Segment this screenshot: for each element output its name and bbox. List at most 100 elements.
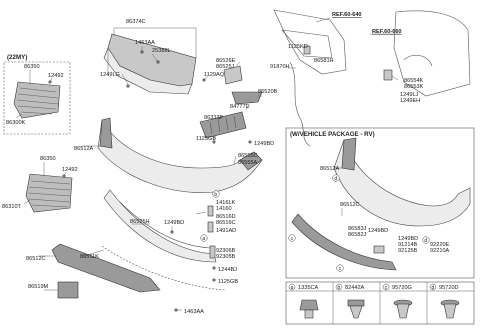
fastener-b-icon [347,299,365,319]
label-86520B: 86520B [258,89,278,95]
label-rv-1249BD: 1249BD [368,228,388,234]
label-12492: 12492 [62,167,78,173]
label-14160: 14160 [216,206,232,212]
label-92306B: 92306B [216,248,236,254]
label-rv-86583J: 86583J [348,226,367,232]
callout-b [212,190,220,198]
label-84777D: 84777D [230,104,250,110]
bracket-86519M [57,281,79,299]
label-rv-86512C: 86512C [340,202,360,208]
bumper-corner-dark [239,151,263,171]
bracket-86526E [223,65,243,85]
rv-callout-d-top-letter: d [334,176,337,182]
absorber-86520B [231,91,263,105]
label-1463AA-bot: 1463AA [184,309,204,315]
leader-line [391,75,399,81]
legend-d-part: 95720D [439,285,459,291]
bracket-86554K [383,69,393,81]
leader-line [151,53,159,63]
label-86516C: 86516C [216,220,236,226]
body-structure-ref: REF.60-640 REF.60-660 91870H 1125KD 8658… [270,9,471,147]
leader-line [233,155,237,165]
leader-line [195,211,207,215]
label-1125GB-low: 1125GB [218,279,238,285]
legend-a-part: 1335CA [298,285,318,291]
lower-grille-86525H [103,189,217,263]
clip-92306B [209,245,216,259]
label-86516D: 86516D [216,214,236,220]
box-22my-frame [3,61,71,135]
leader-line [15,113,23,119]
label-1249EH: 1249EH [400,98,420,104]
label-86553K: 86553K [404,84,424,90]
rv-callout-d-letter: d [424,238,427,244]
label-86350: 86350 [40,156,56,162]
label-86525H: 86525H [130,219,150,225]
fastener-a-icon [299,299,319,319]
rv-callout-c [288,234,296,242]
legend-b-letter: b [338,285,341,291]
label-91870H: 91870H [270,64,290,70]
sensor-86581H [303,45,311,55]
leader-line [245,105,249,111]
callout-a [200,234,208,242]
label-rv-92220E: 92220E [430,242,450,248]
grille-main-part [25,173,73,213]
grille-main-pattern [27,180,71,208]
leader-line [235,61,241,67]
box-22my-title: (22MY) [7,54,27,61]
rv-package-box: (W/VEHICLE PACKAGE - RV) 86512A d 86512C… [285,127,475,279]
callout-b-letter: b [214,192,217,198]
screw-1125GB-low [212,278,216,282]
grille-22my-part [13,81,61,119]
label-86512C: 86512C [26,256,46,262]
rv-callout-c-letter: c [291,236,294,242]
bumper-side-dark [99,117,113,149]
label-1125KD: 1125KD [288,44,308,50]
rv-box-title: (W/VEHICLE PACKAGE - RV) [290,131,375,138]
label-86350-22my: 86350 [24,64,40,70]
ref-60-660: REF.60-660 [372,29,402,35]
rv-callout-c-lower [336,264,344,272]
label-rv-92210A: 92210A [430,248,450,254]
leader-line [49,77,53,83]
legend-a-circle [288,283,296,291]
label-25388L: 25388L [152,48,171,54]
screw-1249BD [248,140,252,144]
leader-line [203,75,209,81]
front-bumper-main: 86512A 86555C 86555A [74,117,263,193]
label-86511K: 86511K [80,254,99,260]
legend-b-circle [335,283,343,291]
leader-line [121,73,129,85]
clip-1416LK [207,205,214,217]
rv-bumper-cover [333,139,471,227]
leader-line [63,171,67,177]
fastener-c-icon [393,299,413,319]
leader-line [217,115,223,121]
label-rv-1249BD-2: 1249BD [398,236,418,242]
legend-d-letter: d [432,285,435,291]
upper-cover-lip [103,47,193,95]
label-12492-22my: 12492 [48,73,64,79]
radiator-support-inner [281,29,333,59]
wiring-harness-91870H [289,61,311,147]
label-1249BD-lower: 1249BD [164,220,184,226]
label-86526E: 86526E [216,58,236,64]
label-1244BJ: 1244BJ [218,267,237,273]
leader-line [23,199,31,205]
legend-b-part: 82442A [345,285,365,291]
rv-callout-d [422,236,430,244]
label-1249LG: 1249LG [100,72,120,78]
upper-cover-assembly: 86374C 1463AA 25388L 1249LG [100,19,197,95]
label-1249BD: 1249BD [254,141,274,147]
screw-1249LG [126,84,130,88]
label-86554K: 86554K [404,78,424,84]
clip-86516D [207,221,214,233]
label-1416LK: 1416LK [216,200,236,206]
screw-1244BJ [212,266,216,270]
legend-c-circle [382,283,390,291]
ref-60-640: REF.60-640 [332,12,362,18]
lower-bumper-assembly: 86525H 1249BD 86512C 86511K 86519M 1416L… [26,189,238,315]
label-1249LJ: 1249LJ [400,92,419,98]
